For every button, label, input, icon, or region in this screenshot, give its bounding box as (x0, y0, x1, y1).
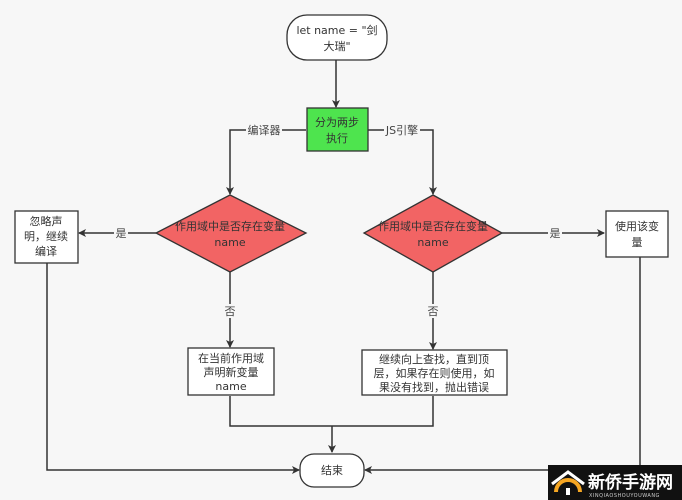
edge-engine (368, 129, 437, 195)
node-declare-line: name (215, 380, 246, 393)
edge-label-compiler: 编译器 (248, 123, 281, 137)
node-start: let name = "剑 大瑞" (286, 14, 388, 61)
node-split-line: 分为两步 (315, 116, 359, 129)
node-lookup-line: 层，如果存在则使用，如 (374, 366, 495, 380)
node-declare: 在当前作用域 声明新变量 name (187, 347, 275, 396)
node-declare-line: 声明新变量 (204, 365, 259, 379)
node-lookup: 继续向上查找，直到顶 层，如果存在则使用，如 果没有找到，抛出错误 (361, 349, 508, 396)
edge-compiler (226, 129, 306, 195)
edge-label-no-right: 否 (428, 305, 439, 318)
node-start-line: let name = "剑 (296, 23, 377, 37)
edge-label-yes-right: 是 (550, 227, 561, 240)
node-use-variable-line: 量 (632, 236, 643, 249)
node-use-variable: 使用该变 量 (605, 210, 669, 258)
node-end: 结束 (299, 453, 365, 488)
node-split-line: 执行 (326, 131, 348, 145)
node-compiler-decision-line: 作用域中是否存在变量 (175, 219, 285, 233)
node-use-variable-line: 使用该变 (615, 219, 659, 233)
edge-label-engine: JS引擎 (385, 123, 418, 137)
node-compiler-decision: 作用域中是否存在变量 name (154, 194, 308, 273)
node-engine-decision: 作用域中是否存在变量 name (362, 194, 504, 273)
watermark-subtitle: XINQIAOSHOUYOUWANG (589, 493, 660, 499)
node-ignore-line: 忽略声 (30, 214, 63, 228)
edge-label-no-left: 否 (225, 305, 236, 318)
node-ignore-line: 明，继续 (24, 229, 68, 243)
house-icon (554, 478, 582, 493)
node-compiler-decision-line: name (214, 236, 245, 249)
edge-merge (229, 396, 434, 427)
node-split: 分为两步 执行 (306, 107, 369, 152)
edge-ignore-end (46, 263, 300, 474)
node-ignore-line: 编译 (35, 244, 57, 258)
watermark-logo: 新侨手游网 XINQIAOSHOUYOUWANG (548, 465, 682, 500)
watermark-title: 新侨手游网 (588, 472, 673, 493)
node-end-line: 结束 (321, 464, 343, 477)
node-engine-decision-line: name (417, 236, 448, 249)
edge-label-yes-left: 是 (116, 227, 127, 240)
node-lookup-line: 继续向上查找，直到顶 (379, 352, 489, 366)
node-engine-decision-line: 作用域中是否存在变量 (378, 219, 488, 233)
node-ignore: 忽略声 明，继续 编译 (14, 210, 79, 264)
node-lookup-line: 果没有找到，抛出错误 (379, 380, 489, 394)
node-start-line: 大瑞" (323, 39, 350, 53)
node-declare-line: 在当前作用域 (198, 351, 264, 365)
